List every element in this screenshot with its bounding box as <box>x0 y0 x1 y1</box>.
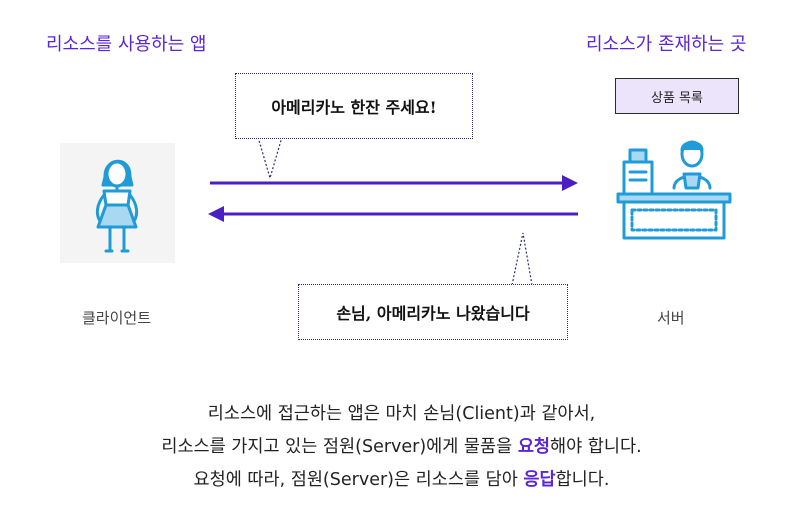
server-label: 서버 <box>657 309 685 327</box>
caption-line-2-post: 해야 합니다. <box>550 437 642 457</box>
caption-line-1: 리소스에 접근하는 앱은 마치 손님(Client)과 같아서, <box>207 404 596 424</box>
product-list-label: 상품 목록 <box>651 90 703 106</box>
request-bubble: 아메리카노 한잔 주세요! <box>235 73 473 139</box>
caption-line-3-pre: 요청에 따라, 점원(Server)은 리소스를 담아 <box>193 470 524 490</box>
response-arrow <box>208 206 578 222</box>
response-bubble: 손님, 아메리카노 나왔습니다 <box>298 284 568 340</box>
server-clerk-icon <box>616 140 732 240</box>
response-bubble-text: 손님, 아메리카노 나왔습니다 <box>336 304 530 323</box>
caption: 리소스에 접근하는 앱은 마치 손님(Client)과 같아서, 리소스를 가지… <box>0 398 803 497</box>
caption-response-emphasis: 응답 <box>523 470 556 490</box>
client-heading: 리소스를 사용하는 앱 <box>46 34 207 55</box>
caption-line-2: 리소스를 가지고 있는 점원(Server)에게 물품을 요청해야 합니다. <box>0 431 803 464</box>
caption-line-3-post: 합니다. <box>555 470 610 490</box>
caption-request-emphasis: 요청 <box>517 437 551 457</box>
request-bubble-text: 아메리카노 한잔 주세요! <box>271 98 437 117</box>
client-person-icon <box>60 143 175 263</box>
server-heading: 리소스가 존재하는 곳 <box>586 34 747 55</box>
caption-line-2-pre: 리소스를 가지고 있는 점원(Server)에게 물품을 <box>161 437 518 457</box>
client-label: 클라이언트 <box>82 309 152 327</box>
caption-line-3: 요청에 따라, 점원(Server)은 리소스를 담아 응답합니다. <box>0 464 803 497</box>
product-list-box: 상품 목록 <box>615 78 739 114</box>
request-arrow <box>210 175 578 191</box>
